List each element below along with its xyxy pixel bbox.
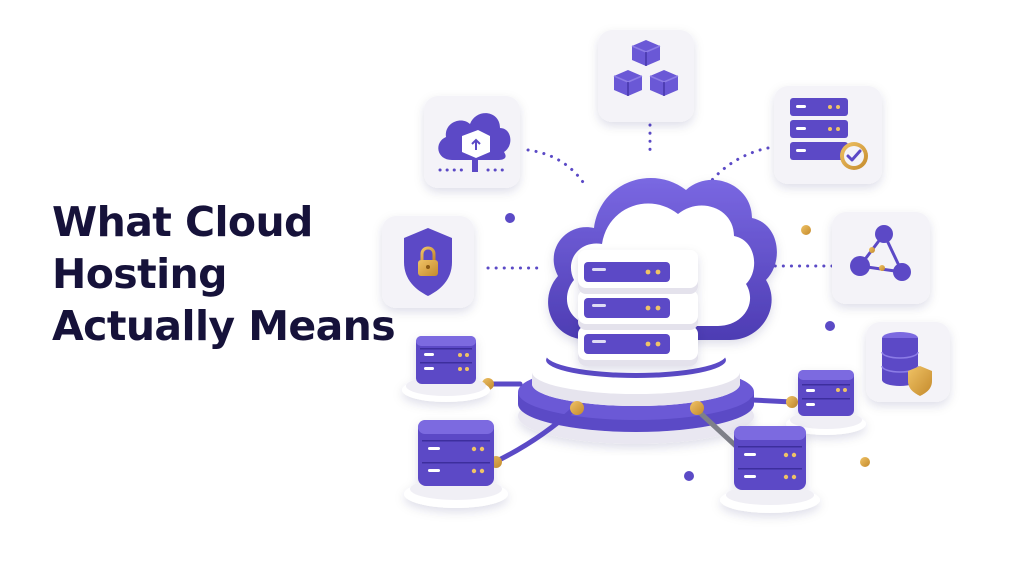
server-check-icon	[790, 98, 868, 170]
tile-cubes	[598, 30, 694, 122]
headline-line-3: Actually Means	[52, 302, 396, 350]
server-node-left-bottom	[404, 420, 508, 508]
network-cables	[482, 378, 798, 468]
dotted-connectors	[486, 123, 834, 270]
server-node-right-bottom	[720, 426, 820, 513]
headline-line-1: What Cloud	[52, 198, 313, 246]
server-node-right-top	[786, 370, 866, 435]
tile-cloud-upload	[424, 96, 520, 188]
cloud-upload-icon	[438, 113, 511, 172]
decorative-dots	[505, 213, 870, 481]
tile-network-nodes	[832, 212, 930, 304]
headline: What Cloud Hosting Actually Means	[52, 196, 396, 352]
database-shield-icon	[881, 332, 932, 396]
headline-line-2: Hosting	[52, 250, 227, 298]
server-node-left-top	[402, 336, 490, 402]
cubes-icon	[613, 40, 679, 96]
shield-lock-icon	[404, 228, 452, 296]
central-server-stack	[578, 250, 698, 366]
network-nodes-icon	[850, 225, 911, 281]
tile-database-shield	[866, 322, 950, 402]
tile-shield-lock	[382, 216, 474, 308]
tile-server-check	[774, 86, 882, 184]
